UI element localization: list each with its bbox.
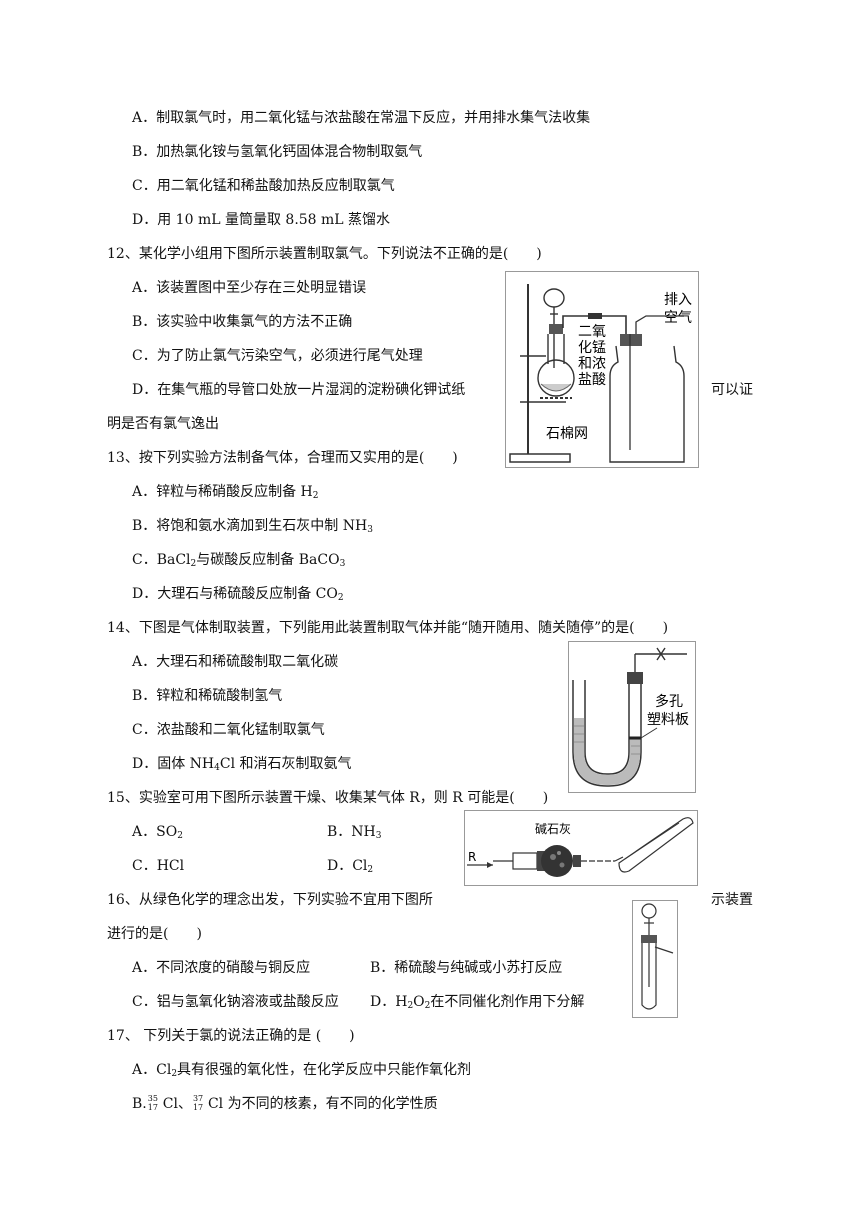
q16-d-post: 在不同催化剂作用下分解 (430, 994, 585, 1010)
q14-d-text: D．固体 NH (132, 756, 215, 772)
q15-b-sub: 3 (375, 831, 382, 841)
q17-b-mid: Cl、 (162, 1096, 192, 1112)
q14-stem: 14、下图是气体制取装置，下列能用此装置制取气体并能“随开随用、随关随停”的是(… (107, 620, 669, 636)
q13-option-b: B．将饱和氨水滴加到生石灰中制 NH3 (132, 516, 373, 536)
q15-option-b: B．NH3 (327, 822, 381, 842)
drying-collection-drawing: R 碱石灰 (467, 817, 694, 877)
q12-option-d-continued: 明是否有氯气逸出 (107, 416, 219, 432)
q11-option-c: C．用二氧化锰和稀盐酸加热反应制取氯气 (132, 178, 395, 194)
q12-option-c: C．为了防止氯气污染空气，必须进行尾气处理 (132, 348, 423, 364)
q12-option-d-tail: 可以证 (711, 382, 753, 398)
q16-option-d: D．H2O2在不同催化剂作用下分解 (370, 992, 584, 1012)
test-tube-funnel-figure (632, 900, 678, 1018)
q14-option-d: D．固体 NH4Cl 和消石灰制取氨气 (132, 754, 352, 774)
q16-stem-tail: 示装置 (711, 892, 753, 908)
q15-option-c: C．HCl (132, 858, 185, 874)
q17-a-text: A．Cl (132, 1062, 172, 1078)
q15-option-a: A．SO2 (132, 822, 183, 842)
q13-a-sub: 2 (312, 491, 319, 501)
chlorine-apparatus-drawing: 二氧 化锰 和浓 盐酸 排入 空气 石棉网 (509, 284, 692, 463)
test-tube-funnel-drawing (641, 903, 674, 1010)
fig14-label-1: 多孔 (655, 693, 683, 710)
q16-stem: 16、从绿色化学的理念出发，下列实验不宜用下图所 (107, 892, 433, 908)
q13-d-text: D．大理石与稀硫酸反应制备 CO (132, 586, 338, 602)
nuclide-cl37-mass: 37 (192, 1094, 204, 1103)
q13-a-text: A．锌粒与稀硝酸反应制备 H (132, 484, 313, 500)
q15-option-d: D．Cl2 (327, 856, 373, 876)
q17-a-sub: 2 (171, 1069, 178, 1079)
q13-b-sub: 3 (367, 525, 373, 535)
fig12-label-reagent-2: 化锰 (578, 340, 606, 356)
q14-option-c: C．浓盐酸和二氧化锰制取氯气 (132, 722, 325, 738)
q16-d-text: D．H (370, 994, 408, 1010)
q12-stem: 12、某化学小组用下图所示装置制取氯气。下列说法不正确的是( ) (107, 246, 542, 262)
q16-stem-continued: 进行的是( ) (107, 926, 202, 942)
q11-option-a: A．制取氯气时，用二氧化锰与浓盐酸在常温下反应，并用排水集气法收集 (132, 110, 591, 126)
nuclide-cl37-z: 17 (192, 1103, 204, 1112)
q13-c-mid: 与碳酸反应制备 BaCO (196, 552, 340, 568)
q11-option-d: D．用 10 mL 量筒量取 8.58 mL 蒸馏水 (132, 212, 391, 228)
q13-option-c: C．BaCl2与碳酸反应制备 BaCO3 (132, 550, 345, 570)
nuclide-cl35-z: 17 (147, 1103, 158, 1112)
q13-c-sub1: 2 (190, 559, 197, 569)
q16-option-b: B．稀硫酸与纯碱或小苏打反应 (370, 960, 563, 976)
q15-a-sub: 2 (177, 831, 183, 841)
chlorine-apparatus-figure: 二氧 化锰 和浓 盐酸 排入 空气 石棉网 (505, 271, 699, 468)
q15-d-text: D．Cl (327, 858, 368, 874)
u-tube-apparatus-drawing: 多孔 塑料板 (572, 647, 689, 787)
q12-option-b: B．该实验中收集氯气的方法不正确 (132, 314, 353, 330)
fig15-label-soda-lime: 碱石灰 (535, 822, 571, 836)
q16-d-sub2: 2 (424, 1001, 431, 1011)
q17-a-post: 具有很强的氧化性，在化学反应中只能作氧化剂 (177, 1062, 472, 1078)
fig15-label-r: R (468, 850, 476, 864)
fig12-label-vent-2: 空气 (664, 310, 692, 326)
q13-b-text: B．将饱和氨水滴加到生石灰中制 NH (132, 518, 368, 534)
q14-option-b: B．锌粒和稀硫酸制氢气 (132, 688, 283, 704)
q16-d-sub1: 2 (407, 1001, 414, 1011)
q16-option-a: A．不同浓度的硝酸与铜反应 (132, 960, 311, 976)
nuclide-cl35-mass: 35 (147, 1094, 158, 1103)
q15-a-text: A．SO (132, 824, 178, 840)
q11-option-b: B．加热氯化铵与氢氧化钙固体混合物制取氨气 (132, 144, 423, 160)
fig12-label-reagent-3: 和浓 (578, 356, 606, 372)
q16-option-c: C．铝与氢氧化钠溶液或盐酸反应 (132, 994, 339, 1010)
q13-option-d: D．大理石与稀硫酸反应制备 CO2 (132, 584, 344, 604)
q12-option-d: D．在集气瓶的导管口处放一片湿润的淀粉碘化钾试纸 (132, 382, 466, 398)
q17-stem: 17、 下列关于氯的说法正确的是 ( ) (107, 1028, 355, 1044)
drying-collection-figure: R 碱石灰 (464, 810, 698, 886)
q13-stem: 13、按下列实验方法制备气体，合理而又实用的是( ) (107, 450, 458, 466)
q13-d-sub: 2 (337, 593, 344, 603)
q17-option-a: A．Cl2具有很强的氧化性，在化学反应中只能作氧化剂 (132, 1060, 471, 1080)
q17-b-post: Cl 为不同的核素，有不同的化学性质 (207, 1096, 438, 1112)
q14-d-post: Cl 和消石灰制取氨气 (219, 756, 352, 772)
fig14-label-2: 塑料板 (647, 712, 689, 728)
q17-b-text: B. (132, 1096, 147, 1112)
q15-d-sub: 2 (367, 865, 374, 875)
q15-b-text: B．NH (327, 824, 376, 840)
fig12-label-reagent-1: 二氧 (578, 324, 606, 340)
fig12-label-vent-1: 排入 (664, 292, 692, 308)
q13-c-text: C．BaCl (132, 552, 191, 568)
q13-c-sub2: 3 (339, 559, 346, 569)
q14-option-a: A．大理石和稀硫酸制取二氧化碳 (132, 654, 339, 670)
q13-option-a: A．锌粒与稀硝酸反应制备 H2 (132, 482, 319, 502)
q14-d-sub: 4 (214, 763, 220, 773)
q12-option-a: A．该装置图中至少存在三处明显错误 (132, 280, 367, 296)
fig12-label-gauze: 石棉网 (546, 425, 588, 442)
q15-stem: 15、实验室可用下图所示装置干燥、收集某气体 R，则 R 可能是( ) (107, 790, 549, 806)
fig12-label-reagent-4: 盐酸 (578, 372, 606, 388)
q16-d-mid: O (413, 994, 425, 1010)
u-tube-apparatus-figure: 多孔 塑料板 (568, 641, 696, 793)
